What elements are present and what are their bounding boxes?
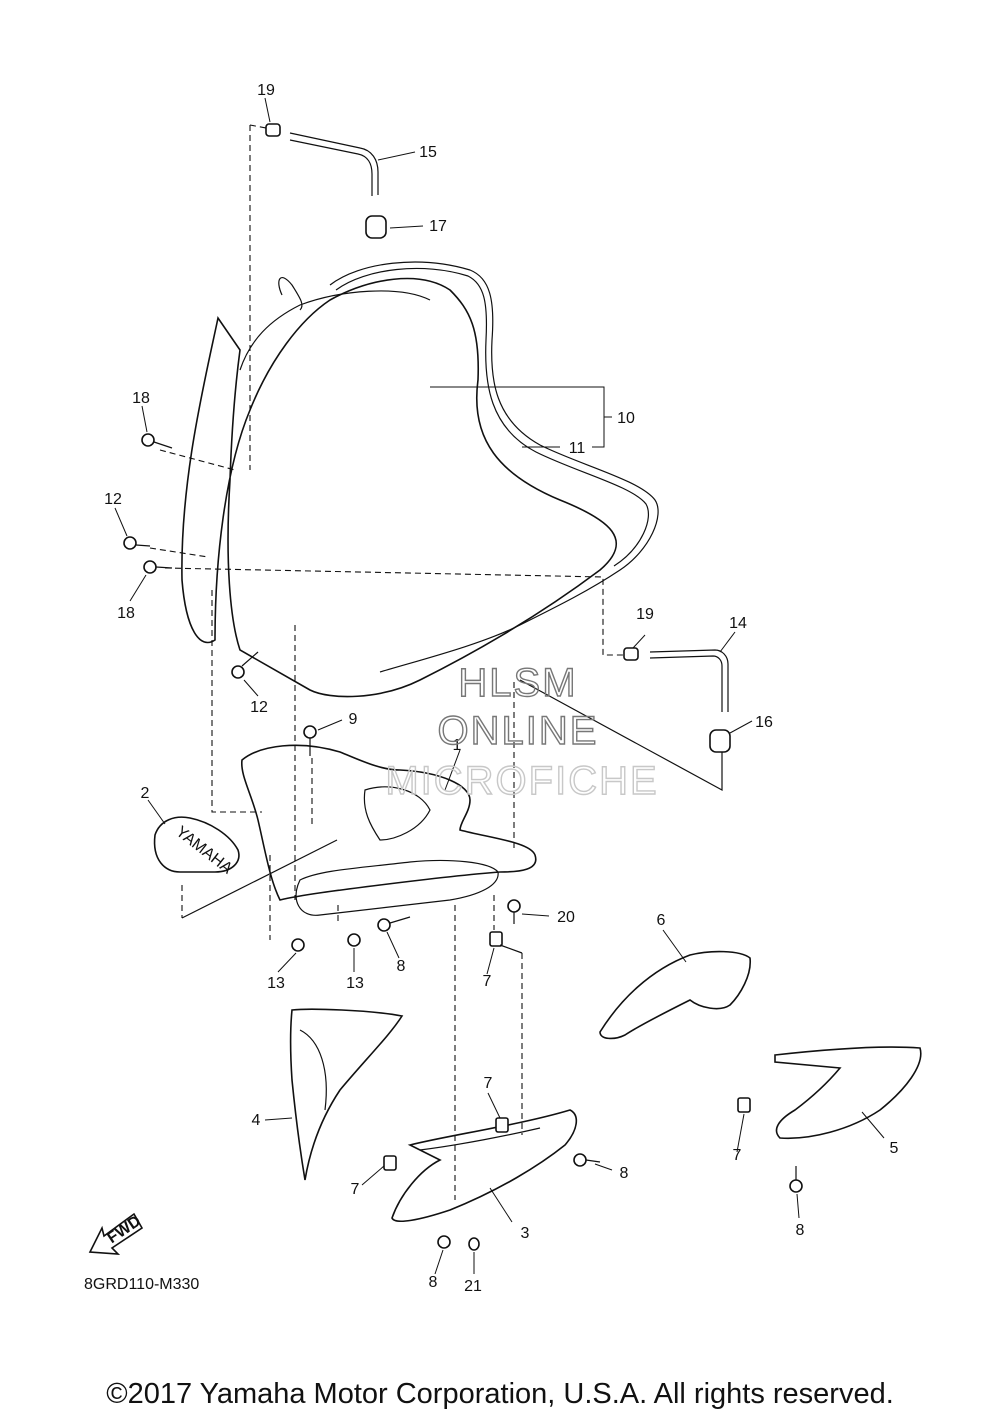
callout-label: 5	[890, 1140, 899, 1157]
clip-7-lower-left	[383, 1155, 397, 1171]
callout-label: 4	[252, 1112, 261, 1129]
screw-8-lower	[573, 1153, 601, 1167]
assembly-line	[519, 679, 723, 792]
callout-label: 13	[267, 975, 285, 992]
callout-label: 15	[419, 144, 437, 161]
side-cover-left	[289, 1008, 404, 1181]
cowling-inner-panel	[295, 859, 499, 916]
lower-cowl	[391, 1109, 578, 1223]
callout-label: 11	[569, 440, 586, 457]
pipe-14	[649, 649, 729, 712]
lower-cowl-inner	[419, 1127, 541, 1151]
clip-7-upper	[489, 931, 503, 947]
windshield-trim-inner	[335, 267, 650, 567]
clip-7-right	[737, 1097, 751, 1113]
screen-upper-edge	[278, 277, 303, 311]
screw-12-top	[123, 536, 151, 550]
callout-label: 18	[117, 605, 135, 622]
watermark-line2: ONLINE	[438, 709, 599, 753]
callout-label: 8	[620, 1165, 629, 1182]
screw-8-mid	[377, 916, 411, 932]
assembly-line	[499, 944, 523, 954]
callout-label: 7	[483, 973, 492, 990]
screw-8-right	[789, 1166, 803, 1193]
callout-label: 2	[141, 785, 150, 802]
emblem-plate	[153, 816, 240, 873]
callout-label: 7	[351, 1181, 360, 1198]
pipe-15	[289, 132, 379, 195]
callout-label: 8	[429, 1274, 438, 1291]
nut-13-left	[291, 938, 305, 952]
pipe-15-edge	[289, 139, 373, 196]
callout-label: 9	[349, 711, 358, 728]
svg-text:FWD: FWD	[104, 1213, 144, 1247]
screw-12-low	[231, 651, 259, 679]
forward-arrow-icon: FWD	[88, 1213, 144, 1255]
grommet-21	[468, 1237, 480, 1251]
clip-7-lower-mid	[495, 1117, 509, 1133]
callout-label: 10	[617, 410, 635, 427]
diagram-code: 8GRD110-M330	[84, 1276, 199, 1293]
assembly-line	[181, 839, 338, 919]
cap-16	[709, 729, 731, 753]
washer-8-bottom	[437, 1235, 451, 1249]
nut-13-right	[347, 933, 361, 947]
screw-18-top	[141, 433, 173, 449]
side-panel-6	[599, 950, 751, 1040]
pipe-14-edge	[649, 655, 723, 712]
callout-label: 19	[257, 82, 275, 99]
watermark-line3: MICROFICHE	[385, 759, 658, 803]
screen-inner-line	[239, 290, 431, 371]
callout-label: 19	[636, 606, 654, 623]
callout-label: 7	[733, 1147, 742, 1164]
windshield-trim	[329, 261, 659, 673]
cowling-fold	[363, 786, 431, 841]
callout-label: 21	[464, 1278, 482, 1295]
copyright-notice: ©2017 Yamaha Motor Corporation, U.S.A. A…	[106, 1378, 894, 1410]
watermark-line1: HLSM	[458, 661, 577, 705]
callout-label: 3	[521, 1225, 530, 1242]
callout-label: 8	[397, 958, 406, 975]
assembly-line	[211, 590, 262, 813]
callout-label: 17	[429, 218, 447, 235]
callout-label: 16	[755, 714, 773, 731]
callout-label: 13	[346, 975, 364, 992]
callout-label: 7	[484, 1075, 493, 1092]
callout-label: 8	[796, 1222, 805, 1239]
assembly-line	[249, 124, 267, 129]
screw-9	[303, 725, 317, 756]
screw-20	[507, 899, 521, 924]
callout-label: 20	[557, 909, 575, 926]
side-panel-5	[774, 1046, 922, 1140]
nut-19-right	[623, 647, 639, 661]
callout-label: 12	[104, 491, 122, 508]
nut-19-top	[265, 123, 281, 137]
side-cover-left-inner	[299, 1029, 327, 1111]
assembly-line	[159, 449, 236, 471]
callout-label: 14	[729, 615, 747, 632]
leader-lines	[114, 97, 885, 1275]
callout-label: 18	[132, 390, 150, 407]
cap-17	[365, 215, 387, 239]
screw-18-mid	[143, 560, 173, 574]
callout-label: 12	[250, 699, 268, 716]
callout-label: 1	[453, 737, 462, 754]
callout-label: 6	[657, 912, 666, 929]
windshield	[181, 277, 618, 698]
